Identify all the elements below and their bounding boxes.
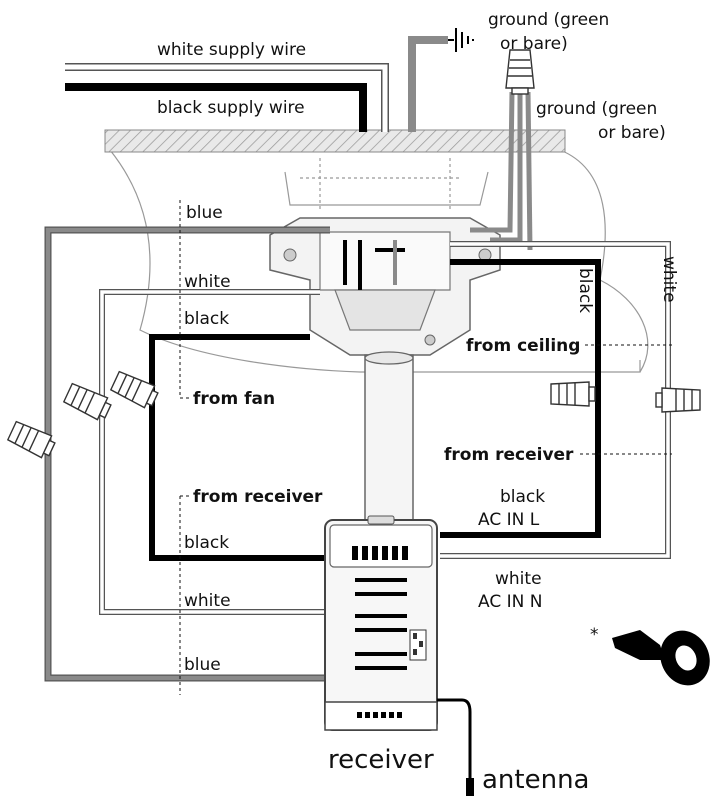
white-supply-wire xyxy=(65,63,389,132)
ceiling xyxy=(104,129,566,153)
label-antenna: antenna xyxy=(482,765,590,795)
label-black-ac-1: black xyxy=(500,487,545,507)
label-white-right-vertical: white xyxy=(659,256,679,303)
label-asterisk: * xyxy=(590,625,599,645)
ground-symbol-icon xyxy=(448,28,474,52)
ground-wire-2 xyxy=(490,92,523,243)
black-wire-right xyxy=(440,259,601,538)
electrical-tape-icon xyxy=(612,630,710,686)
label-white-ac-1: white xyxy=(495,569,542,589)
leader-lines xyxy=(179,200,672,695)
label-white-left-lower: white xyxy=(184,591,231,611)
ground-wire-3 xyxy=(525,91,533,251)
label-ground-mid-2: or bare) xyxy=(598,123,666,143)
wire-nut-icon xyxy=(6,49,701,459)
dip-switch-icon xyxy=(409,629,427,661)
label-white-supply-wire: white supply wire xyxy=(157,40,306,60)
fan-canopy-outline xyxy=(109,149,649,373)
label-ground-top-1: ground (green xyxy=(488,10,609,30)
label-white-ac-2: AC IN N xyxy=(478,592,542,612)
label-from-fan: from fan xyxy=(193,389,275,409)
label-black-ac-2: AC IN L xyxy=(478,510,540,530)
label-from-receiver-left: from receiver xyxy=(193,487,323,507)
label-receiver: receiver xyxy=(328,745,434,775)
label-blue-top: blue xyxy=(186,203,223,223)
black-wire-left xyxy=(149,334,325,561)
label-black-supply-wire: black supply wire xyxy=(157,98,305,118)
downrod xyxy=(364,354,414,526)
ground-supply-wire xyxy=(408,36,448,132)
antenna-wire xyxy=(437,698,472,790)
label-from-ceiling: from ceiling xyxy=(466,336,580,356)
label-from-receiver-right: from receiver xyxy=(444,445,574,465)
label-ground-top-2: or bare) xyxy=(500,34,568,54)
label-ground-mid-1: ground (green xyxy=(536,99,657,119)
label-black-left-lower: black xyxy=(184,533,229,553)
label-black-right-vertical: black xyxy=(575,268,595,313)
white-wire-left xyxy=(99,289,330,615)
label-blue-left-lower: blue xyxy=(184,655,221,675)
label-white-left: white xyxy=(184,272,231,292)
mounting-bracket xyxy=(269,217,501,356)
black-supply-wire xyxy=(65,83,367,132)
label-black-left: black xyxy=(184,309,229,329)
ground-wire-1 xyxy=(470,91,515,233)
receiver-unit xyxy=(324,515,438,731)
